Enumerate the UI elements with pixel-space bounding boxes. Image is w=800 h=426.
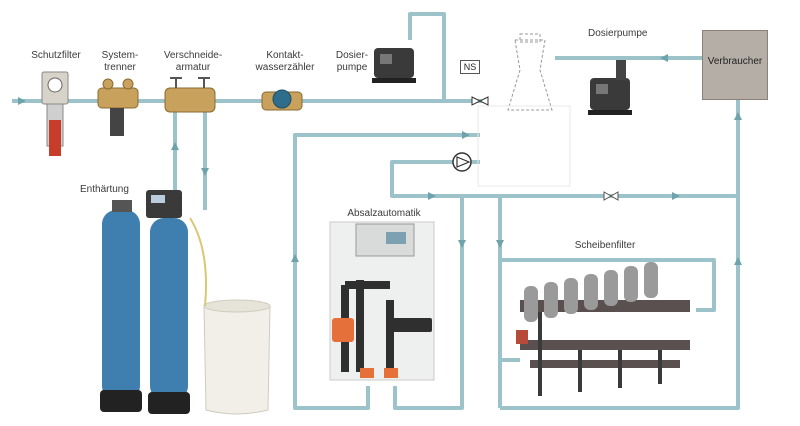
label-absalzautomatik: Absalzautomatik	[347, 208, 421, 219]
pump-icon	[372, 48, 416, 83]
label-verschneidearmatur: Verschneide- armatur	[163, 50, 223, 73]
consumer-return-pipe	[500, 100, 740, 410]
label-kontaktwasserzaehler: Kontakt- wasserzähler	[255, 50, 315, 73]
circulation-pump-icon	[452, 152, 472, 172]
blowdown-panel-icon	[329, 221, 435, 381]
consumer-box	[702, 30, 768, 100]
label-dosierpumpe-left: Dosier- pumpe	[335, 50, 369, 73]
label-enthaertung: Enthärtung	[80, 184, 129, 195]
ns-valve-icon	[471, 96, 489, 106]
pump-loop-pipe	[390, 160, 738, 198]
outer-loop-pipe	[293, 133, 480, 410]
label-scheibenfilter: Scheibenfilter	[574, 240, 636, 251]
filter-icon	[41, 71, 69, 156]
label-dosierpumpe-right: Dosierpumpe	[588, 28, 648, 39]
pump-icon	[588, 60, 632, 115]
label-verbraucher: Verbraucher	[707, 56, 763, 67]
valve-icon	[603, 191, 619, 201]
label-systemtrenner: System- trenner	[101, 50, 139, 73]
backflow-preventer-icon	[97, 78, 139, 136]
label-schutzfilter: Schutzfilter	[31, 50, 81, 61]
softener-vessel-icon	[100, 190, 190, 414]
riser-pipe	[408, 12, 446, 101]
flow-arrows	[18, 54, 742, 265]
cooling-tower-icon	[507, 33, 553, 111]
water-meter-icon	[261, 89, 303, 111]
valve-icon	[164, 77, 216, 113]
disc-filter-icon	[516, 262, 690, 396]
label-ns: NS	[460, 60, 480, 74]
brine-tank-icon	[189, 217, 271, 415]
